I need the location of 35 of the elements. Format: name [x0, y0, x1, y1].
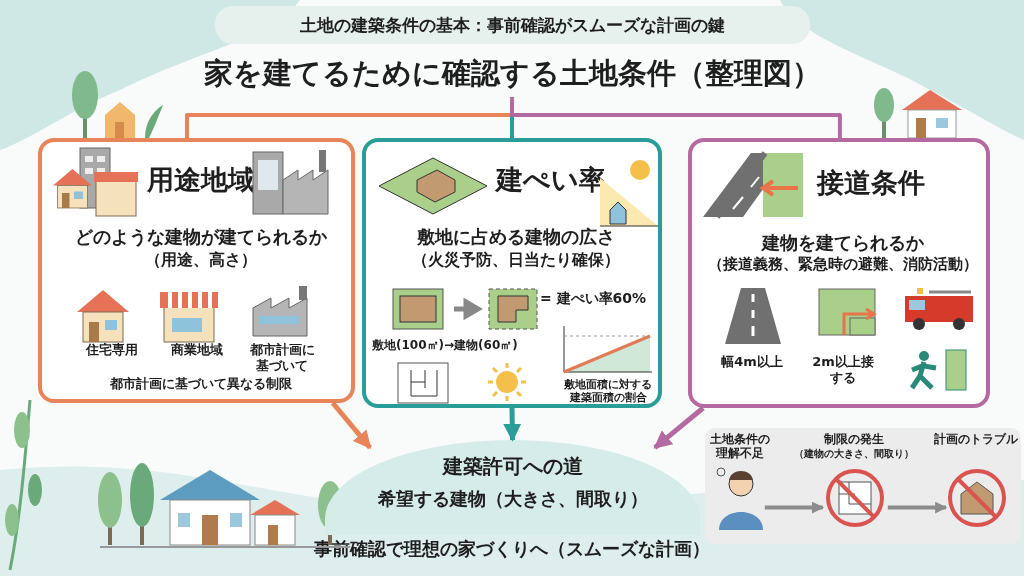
step-text: 制限の発生 — [823, 432, 885, 447]
arrow — [653, 406, 705, 450]
panel-question: どのような建物が建てられるか — [73, 226, 328, 248]
step-text: 計画のトラブル — [933, 432, 1019, 447]
panel-note: （接道義務、緊急時の避難、消防活動） — [707, 255, 979, 273]
panel-note: （用途、高さ） — [143, 250, 258, 270]
arrow — [887, 501, 948, 514]
chart-caption: 敷地面積に対する建築面積の割合 — [563, 378, 653, 405]
goal-heading: 建築許可への道 — [441, 454, 584, 478]
category-panel — [688, 138, 990, 408]
arrow — [764, 501, 824, 514]
panel-question: 敷地に占める建物の広さ — [416, 226, 616, 248]
goal-text: 希望する建物（大きさ、間取り） — [376, 488, 649, 510]
step-note: （建物の大きさ、間取り） — [793, 448, 915, 460]
title: 家を建てるために確認する土地条件（整理図） — [202, 56, 822, 91]
icon-caption: 商業地域 — [170, 342, 224, 358]
icon-caption: 2m以上接する — [811, 354, 875, 386]
flow-card — [705, 428, 1021, 544]
panel-note: （火災予防、日当たり確保） — [411, 250, 621, 270]
banner: 土地の建築条件の基本：事前確認がスムーズな計画の鍵 — [215, 6, 810, 44]
category-panel — [362, 138, 662, 408]
category-panel — [38, 138, 355, 403]
formula-text: = 建ぺい率60% — [540, 290, 648, 307]
panel-question: 建物を建てられるか — [760, 232, 925, 254]
panel-note: 都市計画に基づいて異なる制限 — [108, 376, 293, 392]
icon-caption: 住宅専用 — [84, 342, 139, 358]
icon-caption: 幅4m以上 — [720, 354, 784, 370]
arrow — [503, 407, 522, 442]
connector-line — [510, 97, 842, 138]
icon-caption: 都市計画に基づいて — [248, 342, 316, 374]
area-text: 敷地(100㎡)→建物(60㎡) — [372, 338, 519, 353]
panel-heading: 接道条件 — [817, 167, 926, 200]
step-text: 土地条件の理解不足 — [709, 432, 771, 461]
arrow — [330, 401, 372, 450]
panel-heading: 用途地域 — [147, 164, 256, 197]
